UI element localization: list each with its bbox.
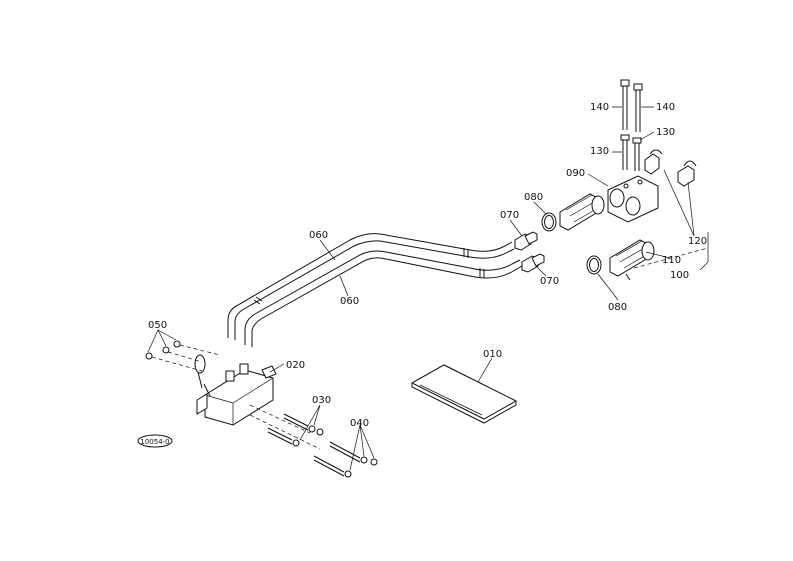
pipe-060-lower xyxy=(244,250,523,347)
bracket-090 xyxy=(607,175,659,223)
adapter-070-lower xyxy=(521,253,545,273)
label-140-left: 140 xyxy=(590,102,609,113)
label-070-lower: 070 xyxy=(540,276,559,287)
label-060-lower: 060 xyxy=(340,296,359,307)
label-140-right: 140 xyxy=(656,102,675,113)
pipe-060-upper xyxy=(227,233,515,340)
label-030: 030 xyxy=(312,395,331,406)
label-050: 050 xyxy=(148,320,167,331)
label-080-lower: 080 xyxy=(608,302,627,313)
label-090: 090 xyxy=(566,168,585,179)
bolts-040 xyxy=(249,414,378,478)
label-060-upper: 060 xyxy=(309,230,328,241)
label-110: 110 xyxy=(662,255,681,266)
bolt-130-right xyxy=(632,137,642,171)
label-010: 010 xyxy=(483,349,502,360)
bolts-030 xyxy=(249,404,324,447)
dust-cap-120-a xyxy=(644,149,663,175)
bolt-130-left xyxy=(620,134,630,170)
quick-coupler-lower xyxy=(609,239,655,281)
label-100: 100 xyxy=(670,270,689,281)
manual-010 xyxy=(410,364,518,424)
dust-cap-120-b xyxy=(677,160,697,187)
fitting-050 xyxy=(145,340,221,372)
drawing-number: 10054-0 xyxy=(140,438,169,446)
label-120: 120 xyxy=(688,236,707,247)
label-130-left: 130 xyxy=(590,146,609,157)
o-ring-080-lower xyxy=(586,255,602,275)
quick-coupler-upper xyxy=(559,193,605,231)
bolt-140-right xyxy=(633,83,643,132)
label-020: 020 xyxy=(286,360,305,371)
leader-lines xyxy=(147,106,709,471)
adapter-070-upper xyxy=(514,231,538,251)
label-130-right: 130 xyxy=(656,127,675,138)
control-valve-020 xyxy=(194,354,277,426)
bolt-140-left xyxy=(620,79,630,130)
drawing-number-stamp: 10054-0 xyxy=(137,434,173,448)
label-070-upper: 070 xyxy=(500,210,519,221)
o-ring-080-upper xyxy=(541,212,557,232)
label-080-upper: 080 xyxy=(524,192,543,203)
label-040: 040 xyxy=(350,418,369,429)
